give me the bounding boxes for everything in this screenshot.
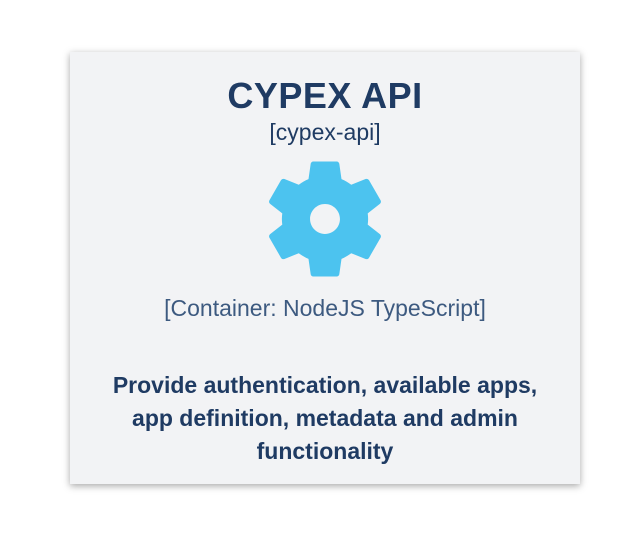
node-title: CYPEX API: [227, 75, 423, 116]
node-technology: [Container: NodeJS TypeScript]: [164, 295, 486, 321]
gear-icon: [256, 150, 394, 288]
node-id-label: [cypex-api]: [269, 119, 381, 145]
container-node[interactable]: CYPEX API [cypex-api] [Container: NodeJS…: [70, 52, 580, 484]
node-description: Provide authentication, available apps, …: [112, 372, 538, 464]
